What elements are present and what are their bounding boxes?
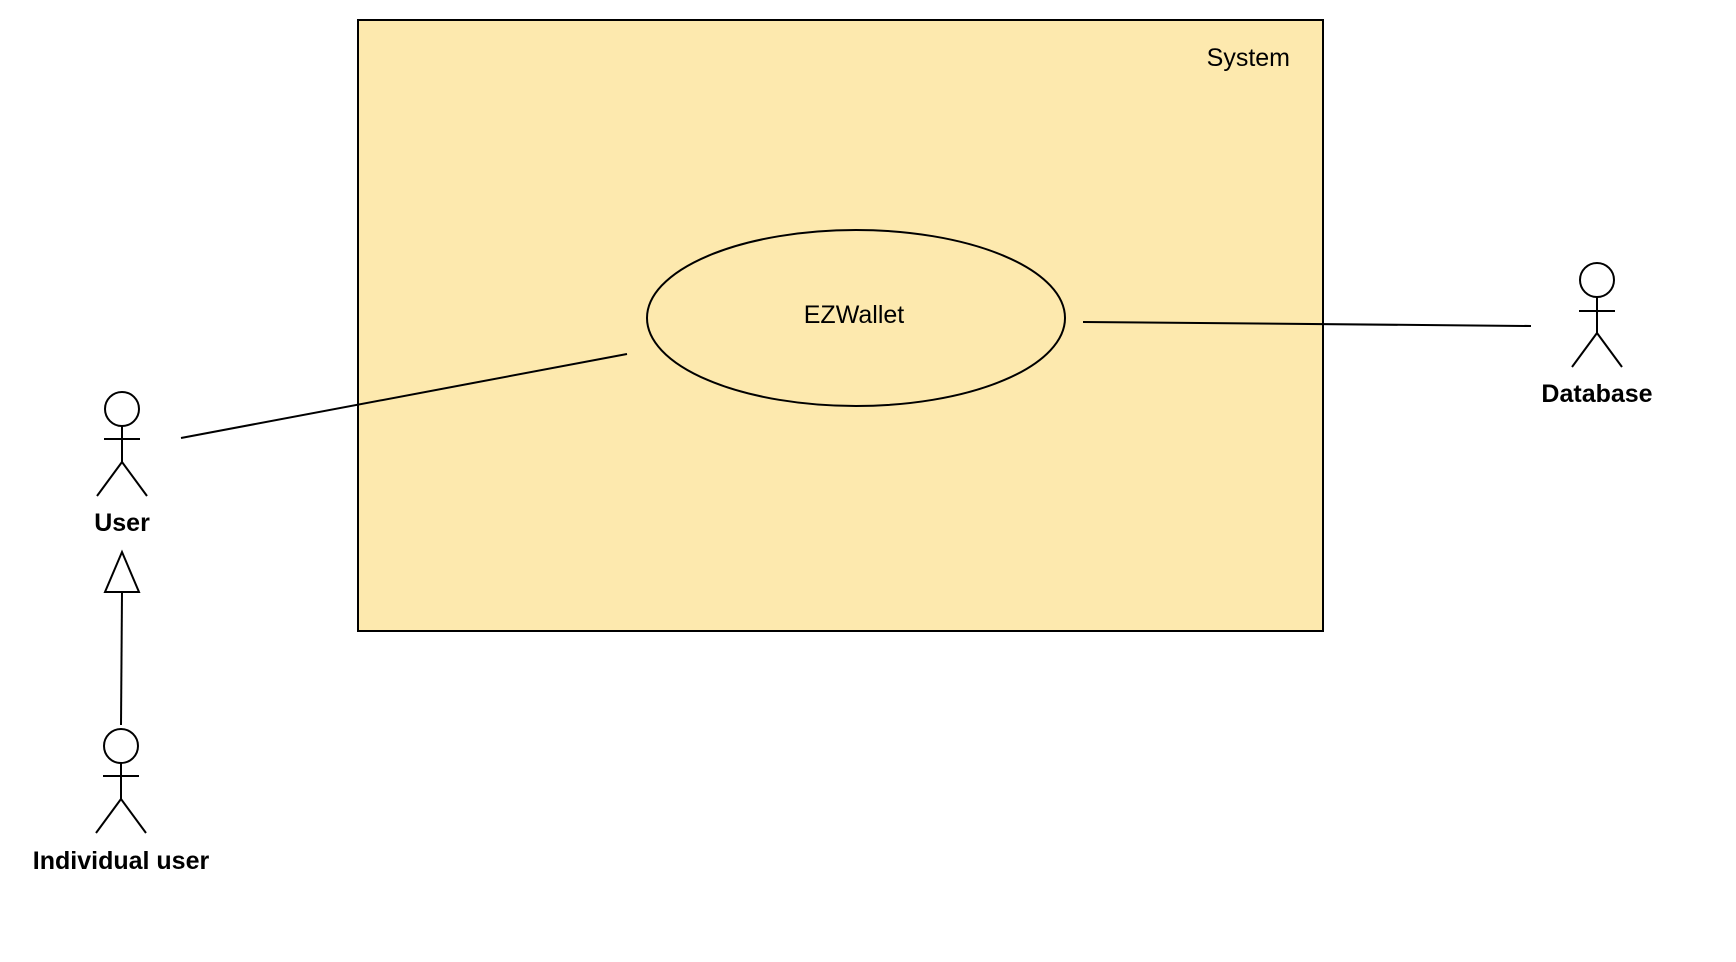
- actor-individual-user[interactable]: Individual user: [33, 728, 210, 875]
- use-case-ellipse[interactable]: [646, 229, 1066, 407]
- actor-label-individual-user: Individual user: [33, 847, 210, 875]
- stick-figure-icon: [96, 391, 148, 497]
- actor-label-user: User: [94, 509, 150, 537]
- system-boundary[interactable]: System: [357, 19, 1324, 632]
- use-case-ezwallet[interactable]: EZWallet: [646, 229, 1066, 407]
- stick-figure-icon: [95, 728, 147, 834]
- actor-database[interactable]: Database: [1541, 262, 1653, 408]
- system-label: System: [1207, 44, 1290, 72]
- generalization-individual-user-to-user[interactable]: [103, 549, 141, 726]
- use-case-label: EZWallet: [804, 301, 905, 329]
- generalization-arrowhead: [103, 549, 141, 593]
- actor-label-database: Database: [1541, 380, 1652, 408]
- generalization-line[interactable]: [120, 591, 123, 726]
- association-ezwallet-database[interactable]: [1082, 321, 1532, 327]
- association-user-ezwallet[interactable]: [180, 353, 628, 439]
- stick-figure-icon: [1571, 262, 1623, 368]
- actor-user[interactable]: User: [94, 391, 150, 537]
- system-boundary-box[interactable]: [357, 19, 1324, 632]
